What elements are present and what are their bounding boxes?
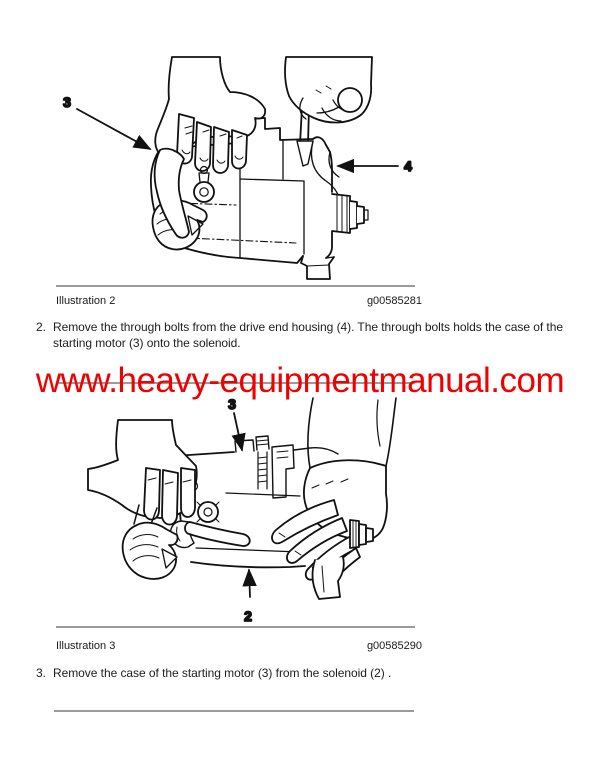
- illustration-code: g00585281: [366, 295, 422, 307]
- left-hand: [153, 56, 267, 239]
- step-text: Remove the through bolts from the drive …: [53, 320, 563, 350]
- callout-2: 2: [242, 568, 257, 625]
- illustration-caption: Illustration 2: [56, 295, 116, 307]
- callout-3: 3: [62, 93, 152, 150]
- section-divider-rule: [56, 382, 415, 384]
- illustration-code: g00585290: [366, 640, 422, 652]
- terminal-stud: [193, 165, 215, 203]
- illustration-3-drawing: 3 2: [87, 395, 397, 625]
- callout-4: 4: [336, 157, 413, 175]
- right-hand: [271, 397, 397, 581]
- callout-arrow: [76, 108, 152, 150]
- callout-label-case: 3: [228, 396, 236, 412]
- figure-caption-row: Illustration 3 g00585290: [56, 639, 422, 653]
- step-item-3: 3. Remove the case of the starting motor…: [36, 666, 569, 682]
- drive-end-housing: [300, 136, 369, 280]
- illustration-3-figure: 3 2: [85, 393, 505, 643]
- illustration-2-figure: 3 4: [50, 48, 470, 290]
- step-number: 3.: [36, 666, 47, 680]
- illustration-2-drawing: 3 4: [62, 56, 413, 280]
- figure-divider-rule: [56, 626, 415, 628]
- callout-label-housing: 4: [404, 158, 412, 174]
- callout-arrow: [242, 568, 257, 598]
- callout-label-case: 3: [63, 94, 71, 110]
- callout-3: 3: [227, 395, 246, 452]
- page-bottom-rule: [54, 710, 414, 712]
- callout-label-solenoid: 2: [244, 608, 252, 624]
- figure-divider-rule: [56, 285, 415, 287]
- step-item-2: 2. Remove the through bolts from the dri…: [36, 320, 569, 351]
- illustration-caption: Illustration 3: [56, 640, 116, 652]
- mounting-flange-foot: [311, 556, 345, 600]
- watermark-text: www.heavy-equipmentmanual.com: [35, 361, 565, 400]
- right-hand: [284, 56, 373, 124]
- left-hand: [87, 419, 251, 547]
- callout-arrow: [231, 412, 246, 452]
- terminal-stud: [196, 501, 220, 523]
- cable-connector-boot: [121, 504, 179, 580]
- step-number: 2.: [36, 320, 47, 334]
- step-text: Remove the case of the starting motor (3…: [53, 666, 392, 680]
- through-bolt: [296, 106, 314, 167]
- figure-caption-row: Illustration 2 g00585281: [56, 294, 422, 308]
- output-shaft: [349, 519, 374, 549]
